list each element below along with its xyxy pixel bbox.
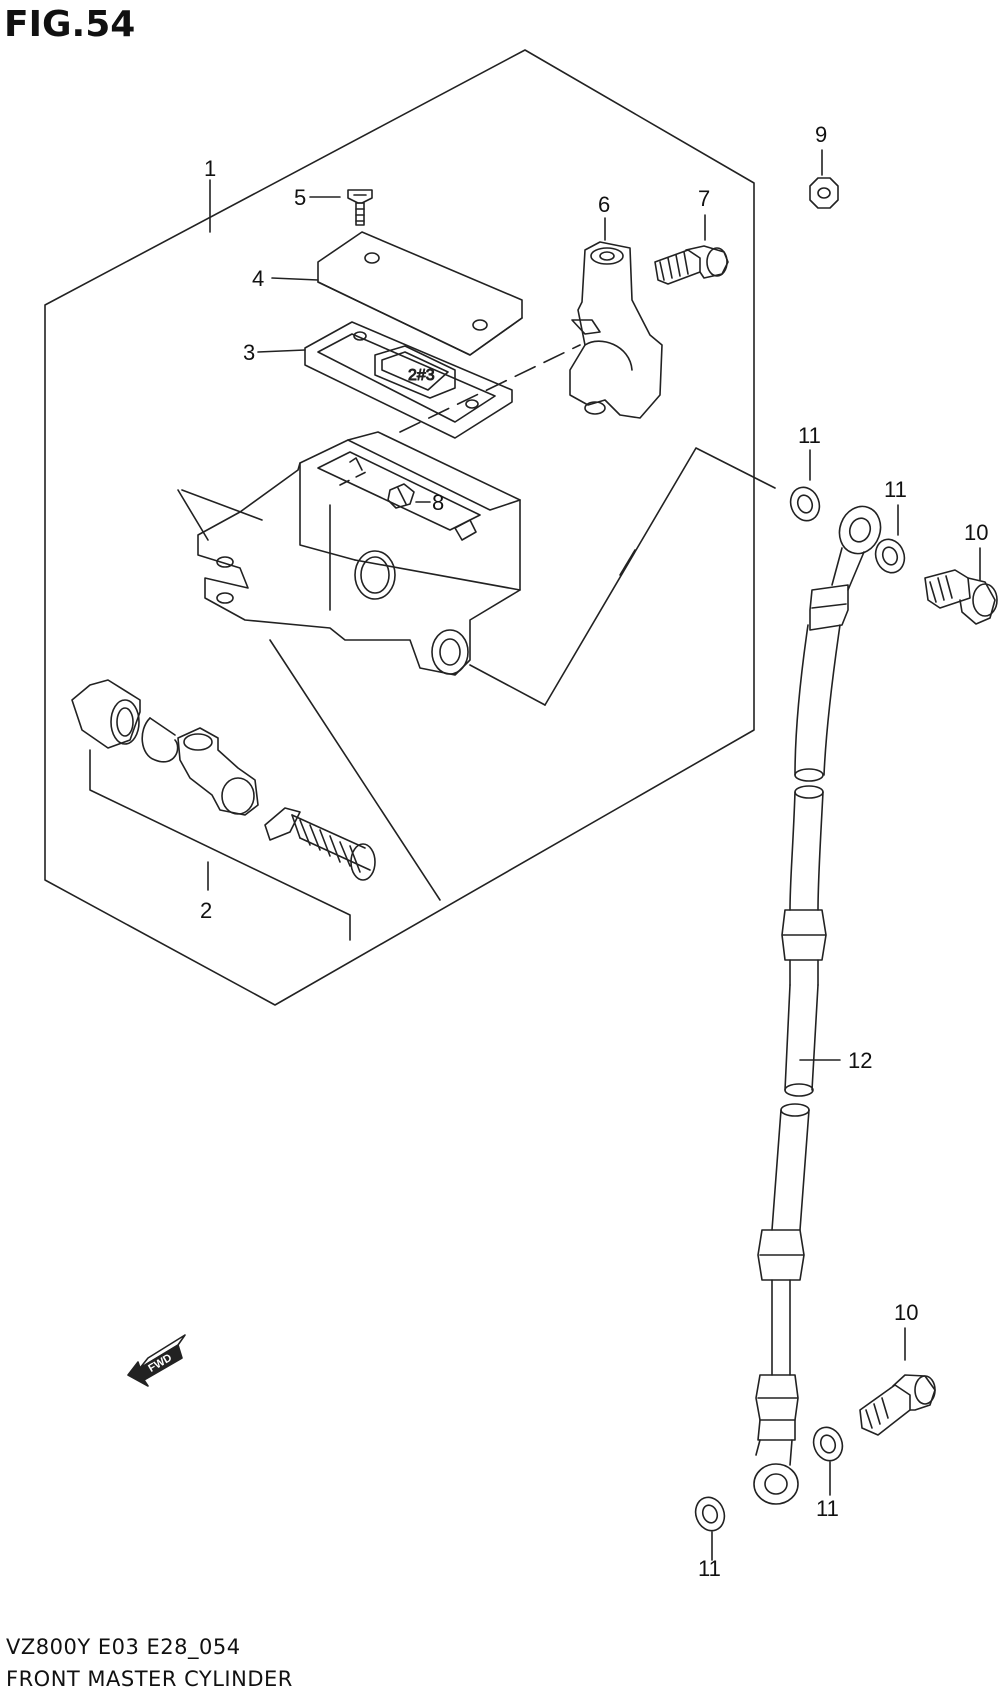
piston [177, 727, 259, 816]
assembly-outline [44, 49, 755, 1006]
footer-code: VZ800Y E03 E28_054 [6, 1635, 241, 1659]
diaphragm: 2#3 [257, 321, 513, 439]
callout-6: 6 [598, 192, 610, 217]
master-cylinder-body [197, 431, 521, 676]
callout-8: 8 [432, 490, 444, 515]
callout-4: 4 [252, 266, 264, 291]
cap-screw [309, 189, 373, 226]
callout-5: 5 [294, 185, 306, 210]
forward-arrow-icon [127, 1334, 186, 1387]
callout-7: 7 [698, 186, 710, 211]
spring [264, 807, 376, 881]
washer-upper-right [874, 504, 906, 574]
callout-10-upper: 10 [964, 520, 988, 545]
callout-9: 9 [815, 122, 827, 147]
callout-11-b: 11 [884, 477, 907, 502]
circlip [141, 717, 179, 763]
figure-title: FIG.54 [4, 4, 136, 45]
nut [809, 149, 839, 209]
callout-11-c: 11 [816, 1496, 839, 1521]
callout-12: 12 [848, 1048, 872, 1073]
callout-10-lower: 10 [894, 1300, 918, 1325]
callout-11-d: 11 [698, 1556, 721, 1581]
callout-11-a: 11 [798, 423, 821, 448]
handlebar-holder [569, 217, 663, 419]
reservoir-screw [387, 483, 431, 509]
callout-3: 3 [243, 340, 255, 365]
footer-title: FRONT MASTER CYLINDER [6, 1667, 293, 1691]
brake-hose [753, 505, 882, 1505]
union-bolt-upper [924, 547, 998, 625]
svg-text:2#3: 2#3 [408, 367, 435, 384]
holder-bolt [654, 214, 729, 285]
washer-lower-right [812, 1426, 844, 1496]
union-bolt-lower [859, 1327, 936, 1436]
piston-boot [71, 679, 141, 749]
callout-1: 1 [204, 156, 216, 181]
reservoir-cap [271, 231, 523, 356]
callout-2: 2 [200, 898, 212, 923]
washer-upper-left [789, 449, 821, 522]
washer-lower-left [694, 1496, 726, 1561]
